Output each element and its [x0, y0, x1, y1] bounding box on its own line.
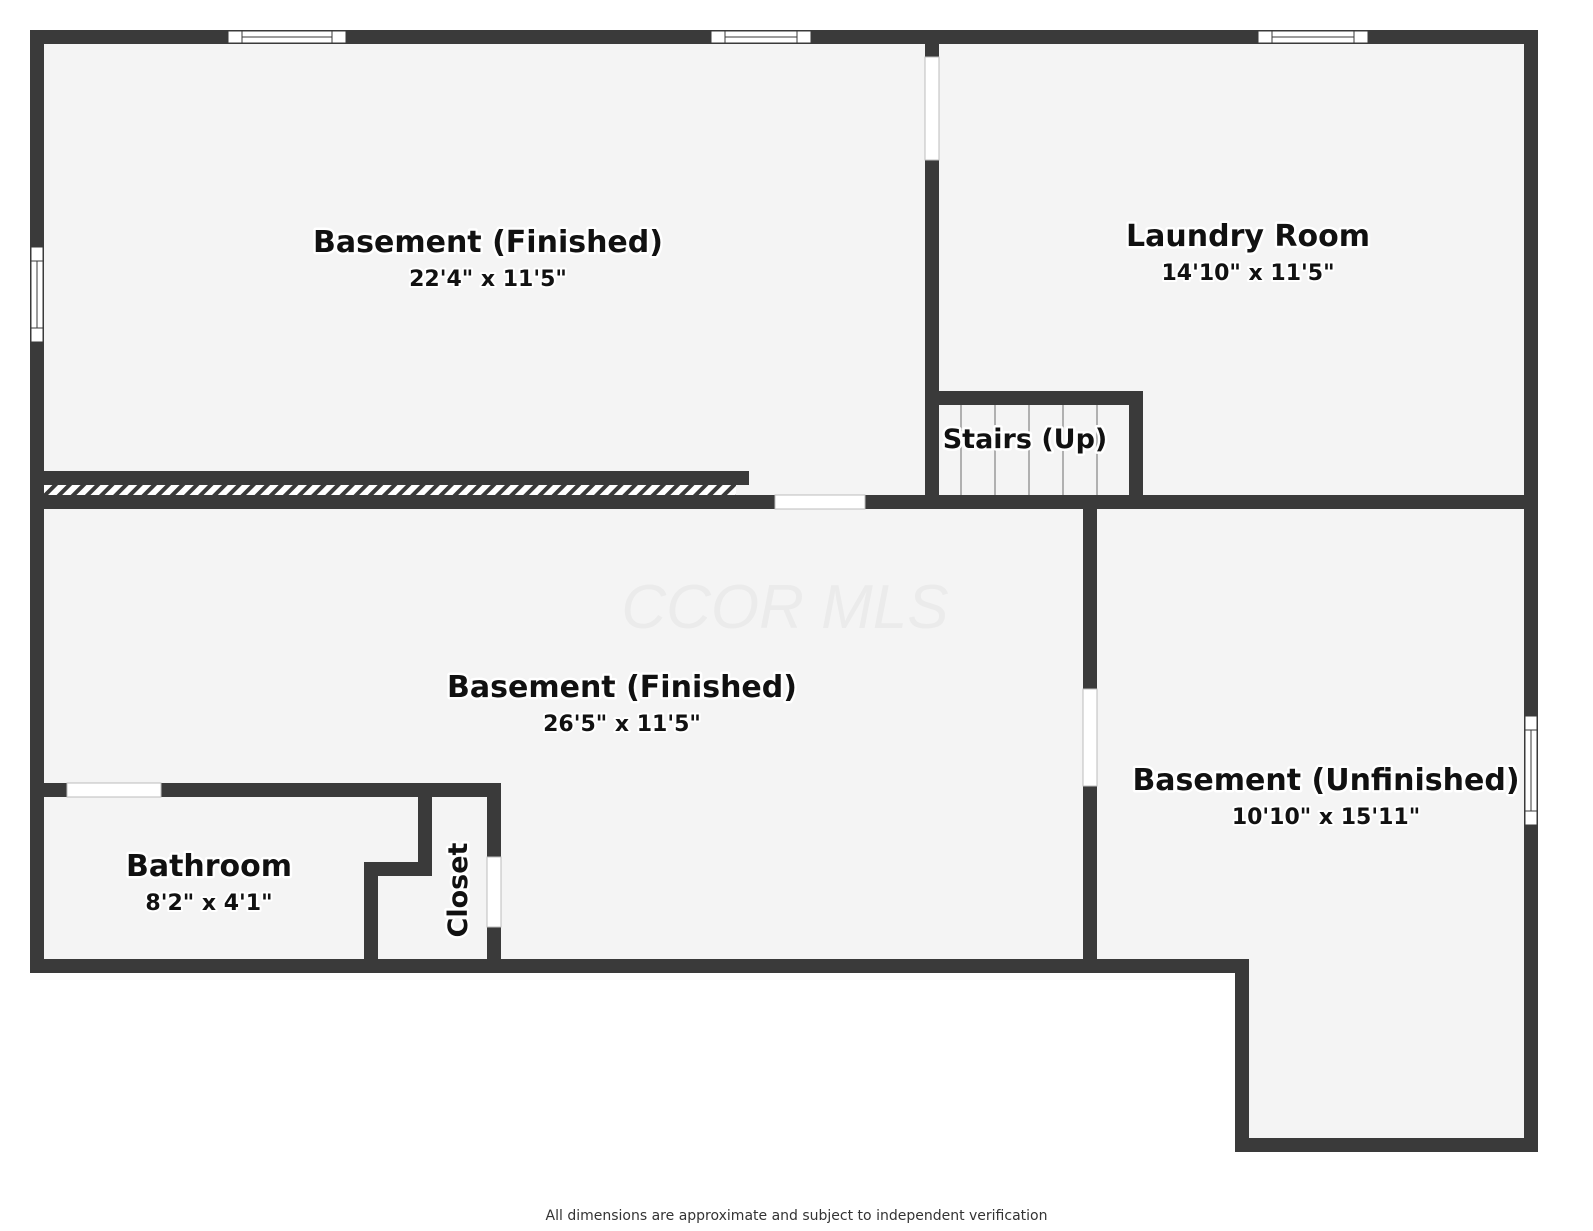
watermark: CCOR MLS [621, 573, 948, 642]
room-label-laundry: Laundry Room 14'10" x 11'5" [1124, 217, 1373, 289]
room-label-basement-top: Basement (Finished) 22'4" x 11'5" [311, 223, 666, 295]
room-name: Basement (Finished) [447, 670, 797, 705]
exterior-wall [30, 30, 1538, 1152]
doorway [924, 56, 940, 161]
room-label-basement-mid: Basement (Finished) 26'5" x 11'5" [445, 668, 800, 740]
doorway [1082, 688, 1098, 787]
doorway [66, 782, 162, 798]
closet-wall [364, 783, 432, 973]
room-dimensions: 8'2" x 4'1" [145, 891, 272, 916]
room-name: Basement (Finished) [313, 225, 663, 260]
room-label-closet: Closet [441, 840, 477, 940]
doorway [486, 856, 502, 928]
floor-laundry [932, 37, 1531, 502]
window [710, 30, 812, 44]
room-name: Laundry Room [1126, 219, 1370, 254]
ledge-hatch [44, 485, 736, 495]
room-name: Basement (Unfinished) [1132, 763, 1519, 798]
openings [30, 30, 1538, 928]
room-dimensions: 22'4" x 11'5" [409, 267, 567, 292]
window [1524, 715, 1538, 826]
floor-areas [37, 37, 1531, 1145]
doorway [774, 494, 866, 510]
disclaimer-footer: All dimensions are approximate and subje… [545, 1208, 1048, 1224]
stairs-wall [925, 391, 1143, 509]
room-label-bathroom: Bathroom 8'2" x 4'1" [123, 847, 294, 919]
room-dimensions: 10'10" x 15'11" [1232, 805, 1420, 830]
room-label-stairs: Stairs (Up) [940, 422, 1110, 458]
floor-basement-unfinished [1092, 502, 1531, 1145]
floor-basement-mid [37, 502, 1092, 966]
room-name: Closet [443, 842, 474, 937]
room-label-basement-unfinished: Basement (Unfinished) 10'10" x 15'11" [1130, 761, 1522, 833]
window [227, 30, 347, 44]
floor-basement-top [37, 37, 932, 502]
window [1257, 30, 1369, 44]
window [30, 246, 44, 343]
room-name: Bathroom [126, 849, 292, 884]
room-name: Stairs (Up) [943, 424, 1108, 455]
stairs-treads [960, 405, 1098, 495]
room-dimensions: 26'5" x 11'5" [543, 712, 701, 737]
room-dimensions: 14'10" x 11'5" [1161, 261, 1334, 286]
